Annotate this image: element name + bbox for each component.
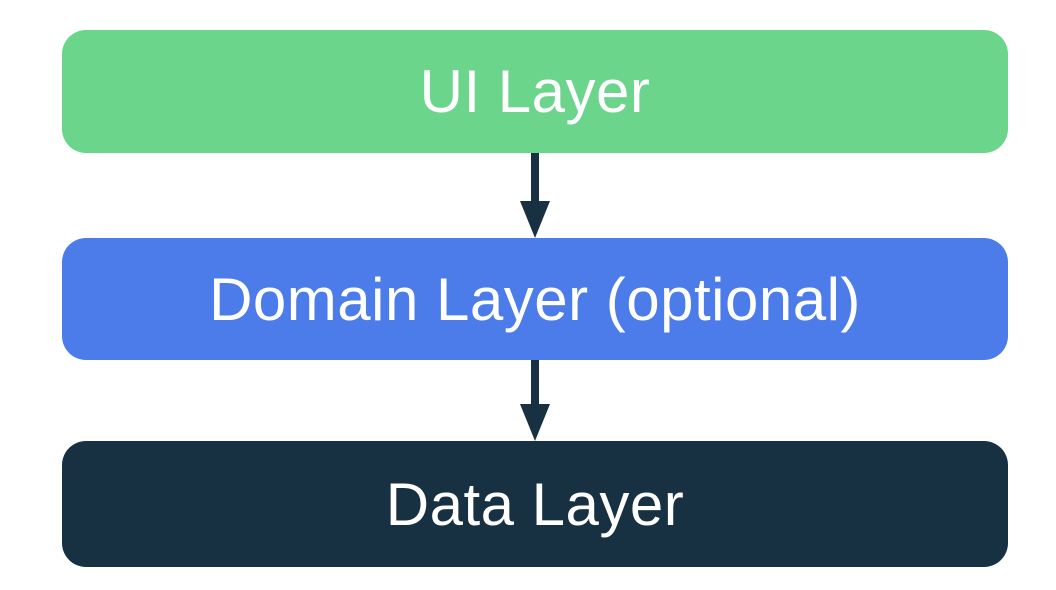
arrow-down-icon	[519, 153, 551, 238]
data-layer-label: Data Layer	[385, 470, 685, 538]
ui-layer-label: UI Layer	[419, 58, 651, 125]
domain-layer-label: Domain Layer (optional)	[209, 265, 861, 333]
ui-layer-box: UI Layer	[62, 30, 1008, 153]
arrow-down-icon	[519, 360, 551, 441]
domain-layer-box: Domain Layer (optional)	[62, 238, 1008, 360]
data-layer-box: Data Layer	[62, 441, 1008, 567]
